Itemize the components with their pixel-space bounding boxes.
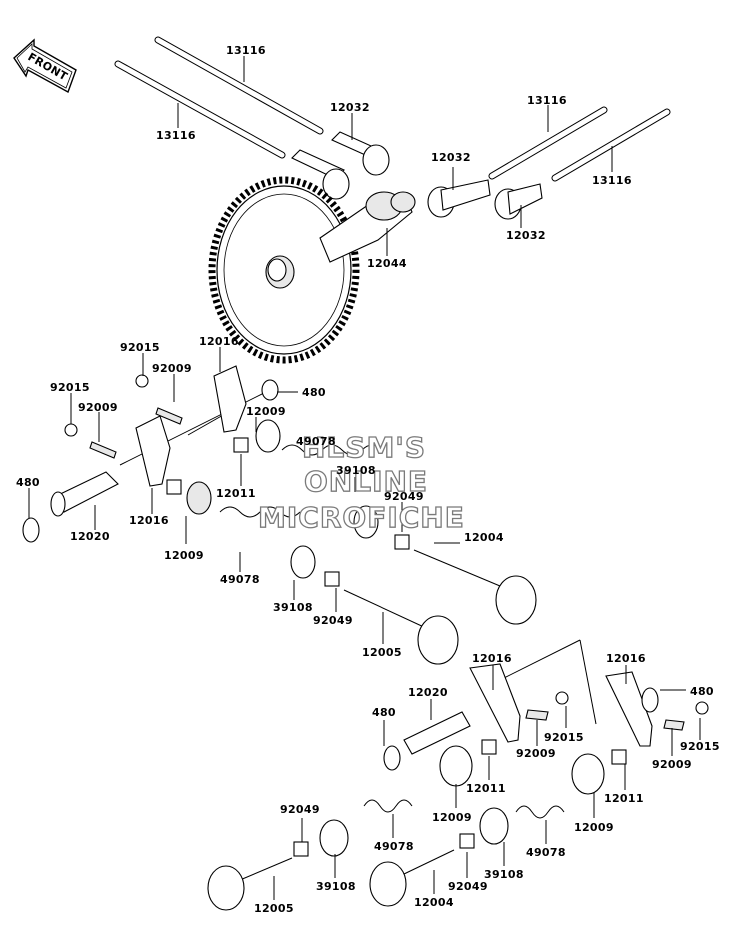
part-label: 12011 bbox=[466, 782, 506, 795]
part-label: 39108 bbox=[336, 464, 376, 477]
part-label: 39108 bbox=[484, 868, 524, 881]
part-label: 12005 bbox=[254, 902, 294, 915]
part-label: 480 bbox=[690, 685, 714, 698]
part-label: 12009 bbox=[164, 549, 204, 562]
part-label: 12016 bbox=[606, 652, 646, 665]
part-label: 480 bbox=[16, 476, 40, 489]
part-label: 39108 bbox=[273, 601, 313, 614]
part-label: 12032 bbox=[330, 101, 370, 114]
part-label: 12011 bbox=[216, 487, 256, 500]
part-label: 12004 bbox=[464, 531, 504, 544]
valve-lifters bbox=[291, 131, 543, 220]
part-label: 92015 bbox=[544, 731, 584, 744]
part-label: 49078 bbox=[296, 435, 336, 448]
part-label: 92015 bbox=[120, 341, 160, 354]
part-label: 12016 bbox=[129, 514, 169, 527]
part-label: 92009 bbox=[516, 747, 556, 760]
part-label: 13116 bbox=[527, 94, 567, 107]
push-rods bbox=[114, 36, 671, 182]
part-label: 92049 bbox=[280, 803, 320, 816]
part-label: 12011 bbox=[604, 792, 644, 805]
part-label: 49078 bbox=[220, 573, 260, 586]
part-label: 92049 bbox=[384, 490, 424, 503]
part-label: 12016 bbox=[199, 335, 239, 348]
watermark: HLSM'S ONLINE MICROFICHE bbox=[257, 430, 465, 534]
front-arrow-icon: FRONT bbox=[13, 38, 77, 94]
part-label: 49078 bbox=[374, 840, 414, 853]
watermark-line-2: ONLINE bbox=[304, 465, 428, 498]
rocker-arm-assembly-upper bbox=[22, 365, 279, 543]
part-label: 12005 bbox=[362, 646, 402, 659]
rocker-arm-assembly-lower bbox=[383, 639, 709, 771]
valve-train-lower bbox=[207, 745, 605, 911]
part-label: 12032 bbox=[431, 151, 471, 164]
part-label: 480 bbox=[302, 386, 326, 399]
part-label: 12009 bbox=[574, 821, 614, 834]
part-label: 13116 bbox=[226, 44, 266, 57]
camshaft-gear bbox=[208, 176, 416, 364]
watermark-line-1: HLSM'S bbox=[302, 431, 426, 464]
part-label: 12009 bbox=[432, 811, 472, 824]
part-labels: 13116 13116 12032 13116 12032 13116 1203… bbox=[16, 44, 720, 915]
part-label: 92015 bbox=[680, 740, 720, 753]
part-label: 480 bbox=[372, 706, 396, 719]
part-label: 92049 bbox=[448, 880, 488, 893]
leader-lines bbox=[28, 56, 701, 900]
part-label: 92049 bbox=[313, 614, 353, 627]
part-label: 12009 bbox=[246, 405, 286, 418]
part-label: 12016 bbox=[472, 652, 512, 665]
part-label: 13116 bbox=[592, 174, 632, 187]
part-label: 12004 bbox=[414, 896, 454, 909]
part-label: 12032 bbox=[506, 229, 546, 242]
part-label: 13116 bbox=[156, 129, 196, 142]
part-label: 92009 bbox=[652, 758, 692, 771]
part-label: 92009 bbox=[78, 401, 118, 414]
part-label: 49078 bbox=[526, 846, 566, 859]
part-label: 12020 bbox=[408, 686, 448, 699]
part-label: 12020 bbox=[70, 530, 110, 543]
part-label: 92015 bbox=[50, 381, 90, 394]
watermark-line-3: MICROFICHE bbox=[258, 501, 465, 534]
valve-train-upper bbox=[186, 419, 537, 665]
part-label: 39108 bbox=[316, 880, 356, 893]
part-label: 92009 bbox=[152, 362, 192, 375]
part-label: 12044 bbox=[367, 257, 407, 270]
